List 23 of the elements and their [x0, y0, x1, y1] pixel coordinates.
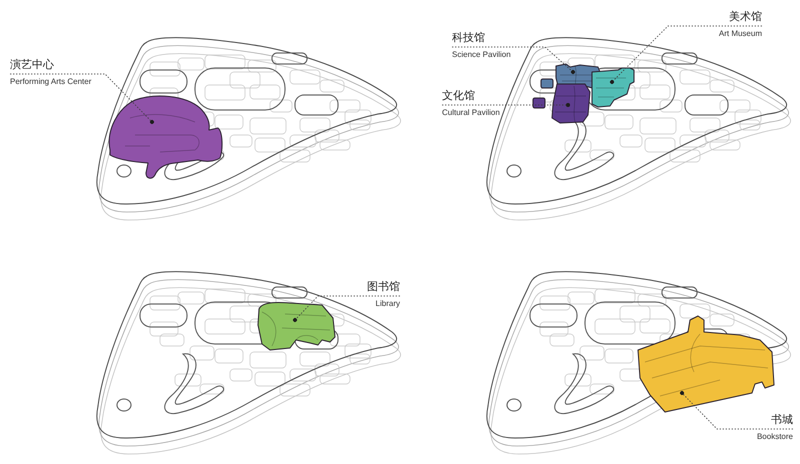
callout-subtitle: Performing Arts Center [10, 77, 92, 87]
building-volume [258, 302, 336, 350]
building-volume [532, 84, 590, 124]
callout-title: 美术馆 [729, 10, 762, 23]
leader-line [293, 296, 400, 322]
leader-line [452, 46, 575, 74]
callout-title: 图书馆 [367, 280, 400, 293]
building-volume [592, 68, 634, 108]
callout-title: 文化馆 [442, 89, 475, 102]
leader-line [610, 26, 762, 84]
callout-title: 演艺中心 [10, 58, 54, 71]
building-volume [108, 96, 223, 179]
leader-line [680, 391, 794, 430]
callout-subtitle: Art Museum [718, 29, 762, 39]
callout-subtitle: Cultural Pavilion [442, 108, 500, 118]
callout-subtitle: Library [376, 299, 400, 309]
leader-line [10, 74, 154, 124]
callout-title: 书城 [771, 413, 793, 426]
leader-line [442, 103, 570, 107]
callout-subtitle: Science Pavilion [452, 50, 511, 60]
building-volume [638, 316, 774, 412]
callout-subtitle: Bookstore [756, 432, 793, 442]
callout-title: 科技馆 [452, 31, 485, 44]
